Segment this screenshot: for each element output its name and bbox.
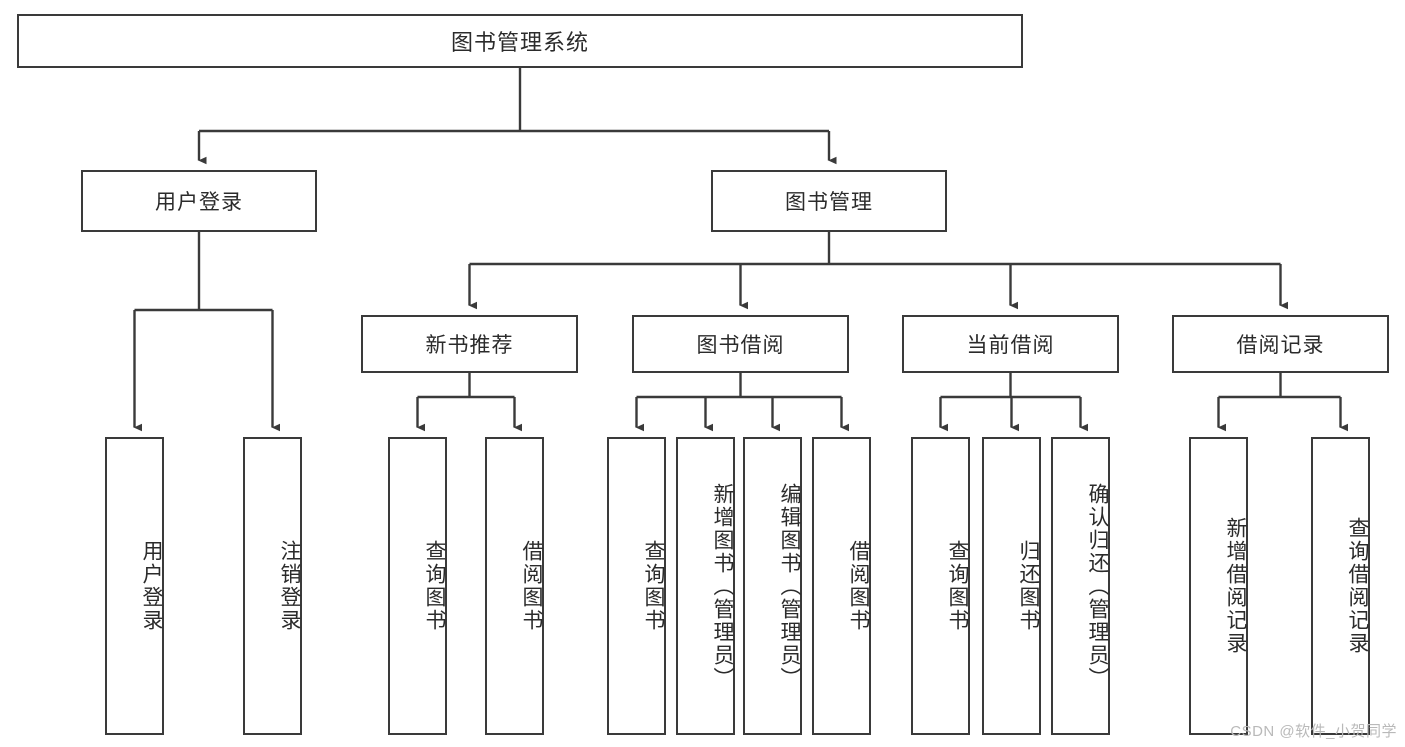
node-label: 编辑图书（管理员） <box>778 482 801 690</box>
node-l12[interactable]: 新增借阅记录 <box>1189 437 1248 735</box>
node-newbook[interactable]: 新书推荐 <box>361 315 578 373</box>
node-records[interactable]: 借阅记录 <box>1172 315 1389 373</box>
node-label: 查询借阅记录 <box>1346 517 1369 655</box>
node-label: 新书推荐 <box>425 334 514 357</box>
node-l5[interactable]: 查询图书 <box>607 437 666 735</box>
node-bookmgmt[interactable]: 图书管理 <box>711 170 947 232</box>
node-label: 查询图书 <box>946 540 969 632</box>
node-l3[interactable]: 查询图书 <box>388 437 447 735</box>
watermark: CSDN @软件_小贺同学 <box>1230 723 1397 740</box>
node-label: 借阅记录 <box>1236 334 1325 357</box>
node-l2[interactable]: 注销登录 <box>243 437 302 735</box>
node-label: 当前借阅 <box>966 334 1055 357</box>
node-login[interactable]: 用户登录 <box>81 170 317 232</box>
node-label: 图书管理系统 <box>450 30 589 55</box>
node-label: 查询图书 <box>423 540 446 632</box>
node-label: 用户登录 <box>140 540 163 632</box>
node-label: 图书借阅 <box>696 334 785 357</box>
node-label: 借阅图书 <box>847 540 870 632</box>
node-l6[interactable]: 新增图书（管理员） <box>676 437 735 735</box>
node-label: 用户登录 <box>155 191 243 214</box>
node-l4[interactable]: 借阅图书 <box>485 437 544 735</box>
node-label: 确认归还（管理员） <box>1086 482 1109 690</box>
node-l7[interactable]: 编辑图书（管理员） <box>743 437 802 735</box>
node-l10[interactable]: 归还图书 <box>982 437 1041 735</box>
node-root[interactable]: 图书管理系统 <box>17 14 1023 68</box>
node-label: 查询图书 <box>642 540 665 632</box>
node-l11[interactable]: 确认归还（管理员） <box>1051 437 1110 735</box>
node-label: 归还图书 <box>1017 540 1040 632</box>
node-l13[interactable]: 查询借阅记录 <box>1311 437 1370 735</box>
node-label: 图书管理 <box>785 191 873 214</box>
node-label: 新增图书（管理员） <box>711 482 734 690</box>
node-current[interactable]: 当前借阅 <box>902 315 1119 373</box>
node-l9[interactable]: 查询图书 <box>911 437 970 735</box>
node-borrow[interactable]: 图书借阅 <box>632 315 849 373</box>
node-label: 注销登录 <box>278 540 301 632</box>
node-l1[interactable]: 用户登录 <box>105 437 164 735</box>
node-label: 新增借阅记录 <box>1224 517 1247 655</box>
node-l8[interactable]: 借阅图书 <box>812 437 871 735</box>
node-label: 借阅图书 <box>520 540 543 632</box>
